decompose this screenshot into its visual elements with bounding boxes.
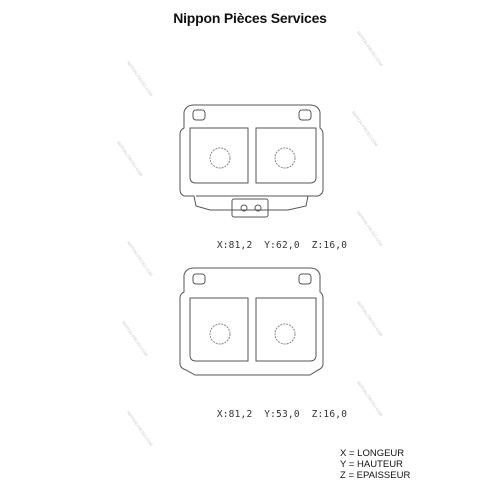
pad-2-y-dimension: Y:53,0 (264, 409, 300, 420)
legend-x: X = LONGEUR (340, 448, 405, 459)
page-title: Nippon Pièces Services (173, 10, 327, 26)
dimension-legend: X = LONGEUR Y = HAUTEUR Z = EPAISSEUR (340, 448, 410, 481)
brake-pad-1 (179, 104, 324, 218)
pad-1-dimensions: X:81,2 Y:62,0 Z:16,0 (205, 229, 347, 251)
legend-y: Y = HAUTEUR (340, 459, 403, 470)
pad-1-x-dimension: X:81,2 (216, 240, 253, 251)
pad-2-z-dimension: Z:16,0 (311, 409, 348, 420)
pad-2-x-dimension: X:81,2 (216, 409, 253, 420)
pad-1-y-dimension: Y:62,0 (264, 240, 300, 251)
pad-1-z-dimension: Z:16,0 (311, 240, 348, 251)
legend-z: Z = EPAISSEUR (340, 470, 411, 481)
brake-pad-2 (179, 267, 324, 376)
pad-2-dimensions: X:81,2 Y:53,0 Z:16,0 (205, 398, 347, 420)
